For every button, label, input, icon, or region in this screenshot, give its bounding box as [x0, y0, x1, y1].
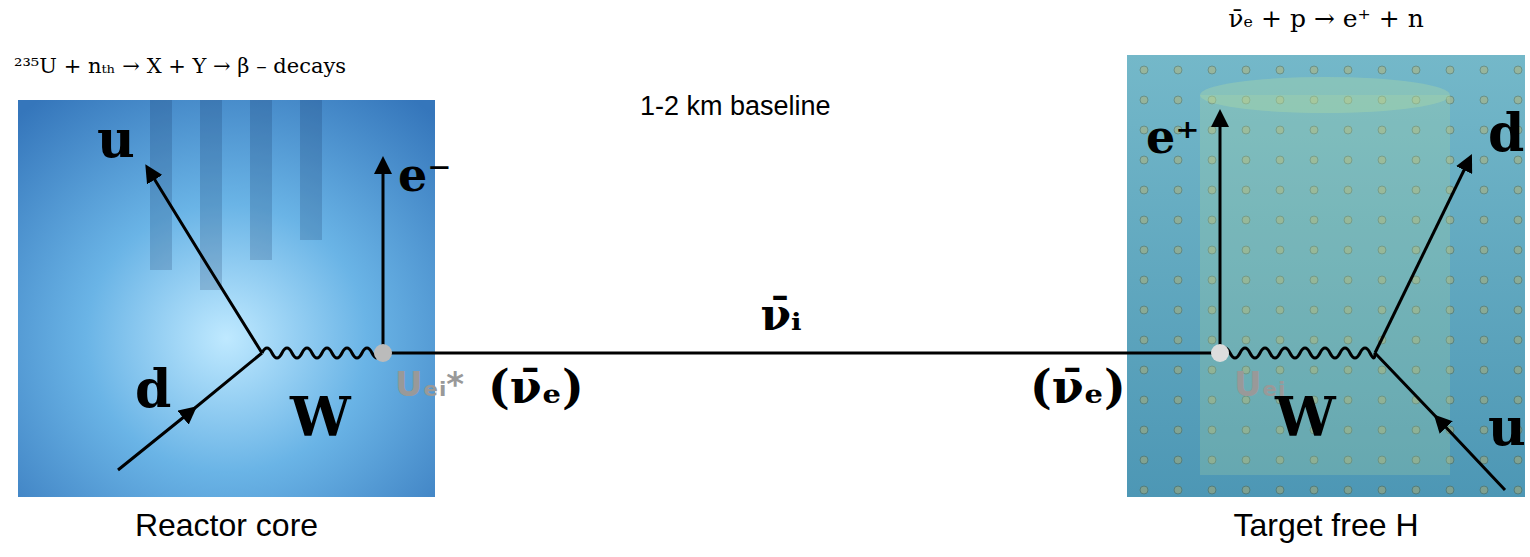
- u-quark-line: [150, 172, 262, 353]
- quark-label: d: [135, 360, 171, 417]
- edge-label: ν̄ᵢ: [756, 291, 805, 339]
- fission-equation: ²³⁵U + nₜₕ → X + Y → β – decays: [14, 54, 346, 78]
- d-quark-line: [118, 353, 262, 470]
- quark-label: d: [1488, 104, 1524, 161]
- target-vessel-top: [1200, 77, 1450, 113]
- neutrino-line: [1127, 352, 1220, 355]
- vertex-dot: [374, 344, 392, 362]
- lepton-label: e⁻: [398, 150, 452, 201]
- positron-line: [1219, 118, 1222, 353]
- panel-caption: Target free H: [1127, 507, 1525, 544]
- reactor-photo: [18, 100, 435, 497]
- w-boson: [1220, 348, 1375, 358]
- boson-label: W: [1275, 388, 1336, 447]
- boson-label: W: [290, 388, 351, 447]
- target-vessel: [1200, 95, 1450, 475]
- detector-photo: [1127, 55, 1525, 497]
- detector-image: [1127, 55, 1525, 497]
- lepton-label: e⁺: [1146, 112, 1200, 163]
- d-quark-line: [1375, 162, 1468, 353]
- reactor-panel: ²³⁵U + nₜₕ → X + Y → β – decaysReactor c…: [18, 100, 435, 497]
- baseline-note: 1-2 km baseline: [640, 92, 831, 122]
- quark-label: u: [97, 110, 135, 167]
- u-quark-line: [1375, 353, 1505, 490]
- ibd-equation: ν̄ₑ + p → e⁺ + n: [1127, 5, 1525, 34]
- w-boson: [262, 348, 383, 358]
- quark-label: u: [1488, 398, 1526, 455]
- flavour-label: (ν̄ₑ): [1030, 362, 1126, 413]
- feynman-left: [118, 165, 435, 470]
- fuel-rod: [200, 100, 222, 290]
- mixing-element: Uₑᵢ*: [395, 366, 464, 403]
- fuel-rod: [150, 100, 172, 270]
- panel-caption: Reactor core: [18, 507, 435, 544]
- neutrino-propagation-line: [435, 352, 1127, 355]
- feynman-right: [1127, 118, 1505, 490]
- fuel-rod: [300, 100, 322, 240]
- fuel-rod: [250, 100, 272, 260]
- reactor-core-image: [18, 100, 435, 497]
- photomultipliers: [1127, 55, 1525, 497]
- electron-line: [382, 165, 385, 353]
- vertex-dot: [1211, 344, 1229, 362]
- flavour-label: (ν̄ₑ): [488, 362, 584, 413]
